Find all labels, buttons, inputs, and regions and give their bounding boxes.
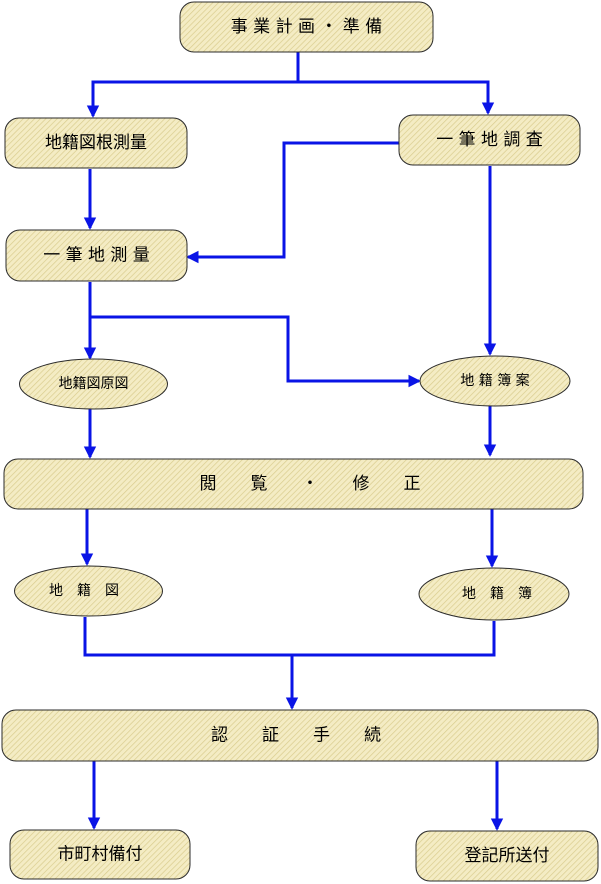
node-parcel-investigation: 一 筆 地 調 査 — [398, 114, 581, 166]
node-plan-label: 事 業 計 画 ・ 準 備 — [231, 17, 382, 37]
node-draft-register-label: 地 籍 簿 案 — [460, 372, 529, 389]
node-registry-dispatch: 登記所送付 — [415, 830, 599, 882]
node-plan: 事 業 計 画 ・ 準 備 — [179, 1, 434, 53]
node-cadastral-base-survey: 地籍図根測量 — [4, 117, 188, 169]
edges — [80, 52, 504, 831]
node-cadastral-base-survey-label: 地籍図根測量 — [45, 133, 147, 153]
node-cadastral-register-label: 地 籍 簿 — [462, 585, 532, 602]
node-draft-map: 地籍図原図 — [19, 358, 168, 410]
node-parcel-survey-label: 一 筆 地 測 量 — [43, 246, 150, 266]
edge-plan-to-base-survey — [86, 52, 300, 118]
node-cadastral-map-label: 地 籍 図 — [49, 582, 119, 599]
node-parcel-investigation-label: 一 筆 地 調 査 — [436, 130, 543, 150]
node-inspection-correction-label: 閲 覧 ・ 修 正 — [200, 474, 421, 494]
node-parcel-survey: 一 筆 地 測 量 — [5, 229, 188, 282]
node-draft-map-label: 地籍図原図 — [59, 375, 129, 392]
node-municipal-copy: 市町村備付 — [9, 829, 191, 880]
edge-parcel-survey-to-draft-register — [90, 315, 421, 388]
node-cadastral-register: 地 籍 簿 — [418, 567, 570, 621]
node-draft-register: 地 籍 簿 案 — [419, 355, 571, 407]
node-inspection-correction: 閲 覧 ・ 修 正 — [3, 458, 584, 510]
node-certification: 認 証 手 続 — [1, 709, 599, 762]
node-municipal-copy-label: 市町村備付 — [58, 845, 143, 865]
edge-investigation-to-parcel-survey — [186, 141, 399, 264]
edge-cadastral-map-merge — [83, 617, 496, 657]
node-cadastral-map: 地 籍 図 — [14, 565, 163, 617]
node-registry-dispatch-label: 登記所送付 — [465, 846, 550, 866]
node-certification-label: 認 証 手 続 — [211, 726, 381, 746]
edge-plan-to-investigation — [298, 80, 495, 115]
